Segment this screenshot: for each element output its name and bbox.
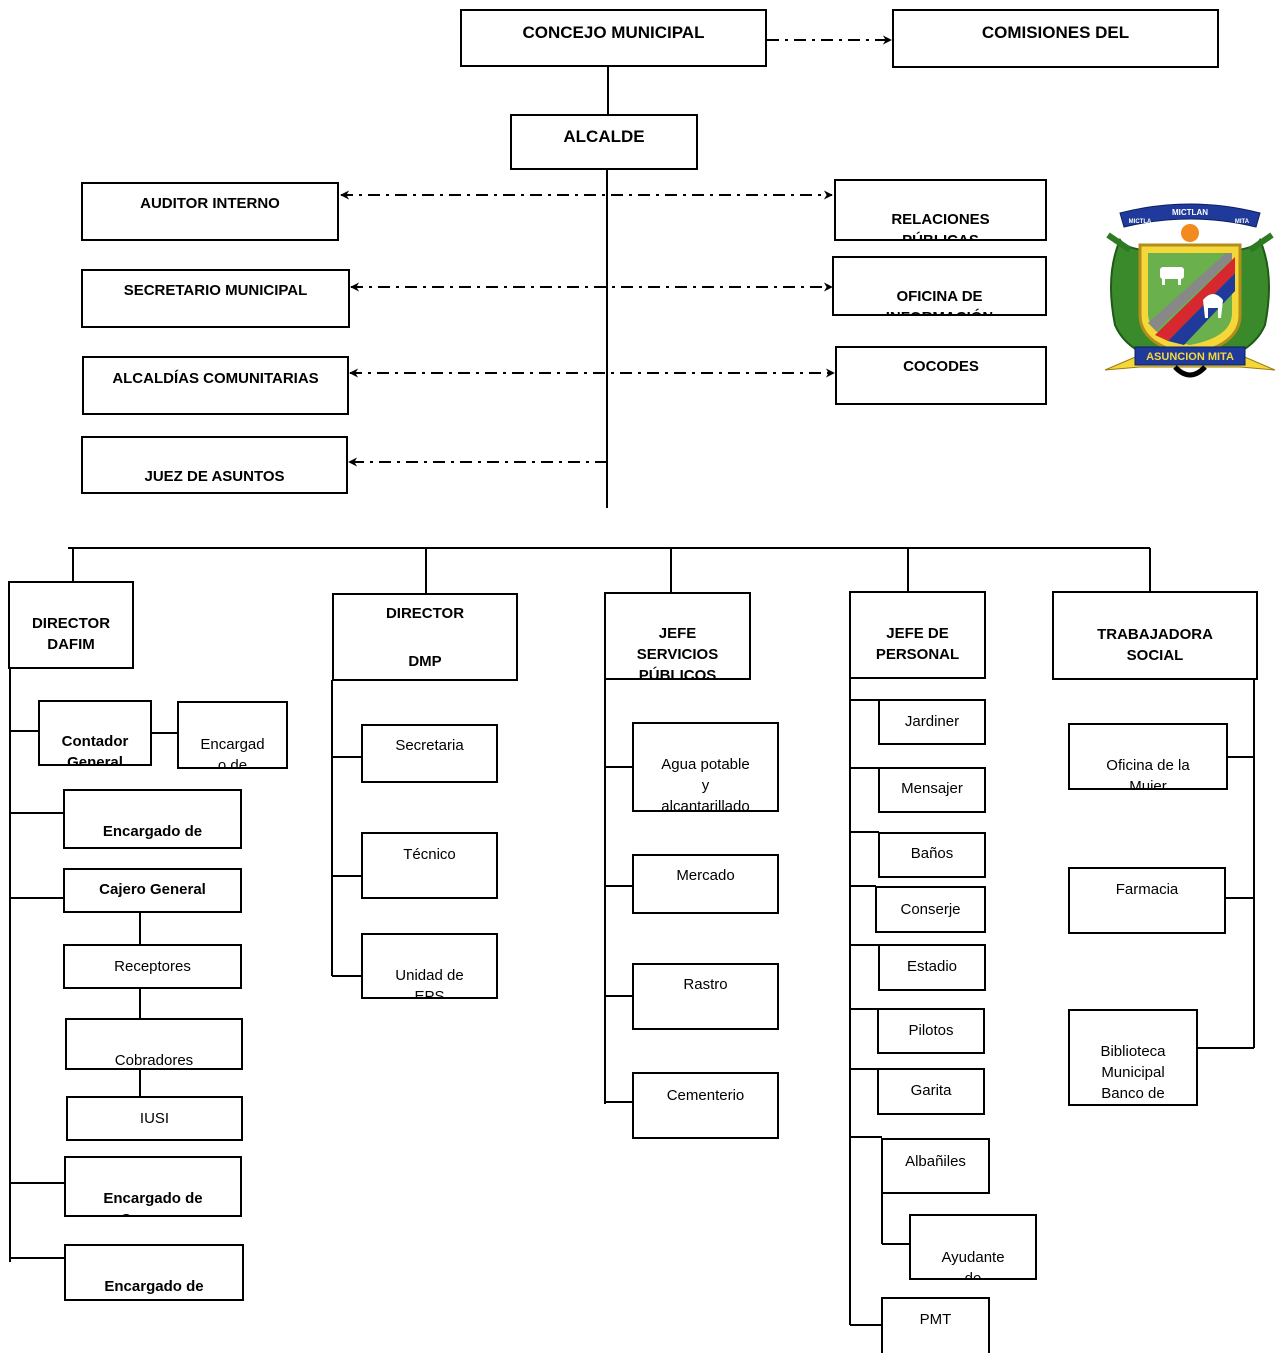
banos-label: Baños: [910, 845, 954, 862]
farmacia-label: Farmacia: [1115, 881, 1179, 898]
jefe-servicios-label: JEFE SERVICIOS PÚBLICOS MUNICIPALES: [636, 625, 719, 680]
almacen-label: Encargado de Almacén: [104, 1278, 204, 1295]
rastro-label: Rastro: [683, 976, 728, 993]
concejo-municipal-box: CONCEJO MUNICIPAL: [460, 9, 767, 67]
cementerio-box: Cementerio: [632, 1072, 779, 1139]
estadio-label: Estadio: [906, 958, 958, 975]
rastro-box: Rastro: [632, 963, 779, 1030]
garita-box: Garita: [877, 1068, 985, 1115]
biblioteca-box: Biblioteca Municipal Banco de Guatemala: [1068, 1009, 1198, 1106]
ayudante-box: Ayudante de: [909, 1214, 1037, 1280]
logo-banner-left: MICTLA: [1129, 219, 1152, 225]
encargado-de-box: Encargad o de: [177, 701, 288, 769]
director-dmp-label-1: DIRECTOR: [385, 605, 465, 622]
albaniles-box: Albañiles: [881, 1138, 990, 1194]
jefe-personal-label: JEFE DE PERSONAL: [875, 625, 960, 663]
cobradores-box: Cobradores ambulantes: [65, 1018, 243, 1070]
trabajadora-social-box: TRABAJADORA SOCIAL: [1052, 591, 1258, 680]
receptores-label: Receptores: [114, 958, 191, 975]
conserje-label: Conserje: [900, 901, 961, 918]
secretaria-label: Secretaria: [395, 737, 464, 754]
pmt-box: PMT: [881, 1297, 990, 1353]
iusi-label: IUSI: [139, 1110, 170, 1127]
garita-label: Garita: [910, 1082, 952, 1099]
mercado-box: Mercado: [632, 854, 779, 914]
biblioteca-label: Biblioteca Municipal Banco de Guatemala: [1100, 1043, 1166, 1102]
eps-box: Unidad de EPS: [361, 933, 498, 999]
encargado-de-label: Encargad o de: [200, 736, 265, 769]
agua-potable-label: Agua potable y alcantarillado: [661, 756, 750, 812]
cajero-general-label: Cajero General: [99, 881, 206, 898]
presupuesto-box: Encargado de Presupuesto: [63, 789, 242, 849]
director-dafim-label: DIRECTOR DAFIM: [31, 615, 111, 653]
director-dmp-label-2: DMP: [408, 653, 442, 670]
tecnico-label: Técnico: [403, 846, 456, 863]
alcaldias-label: ALCALDÍAS COMUNITARIAS: [112, 370, 319, 387]
logo-banner-right: MITA: [1235, 219, 1250, 225]
eps-label: Unidad de EPS: [395, 967, 464, 999]
almacen-box: Encargado de Almacén: [64, 1244, 244, 1301]
trabajadora-social-label: TRABAJADORA SOCIAL: [1097, 626, 1213, 664]
oficina-informacion-label: OFICINA DE INFORMACIÓN: [886, 288, 994, 314]
director-dafim-box: DIRECTOR DAFIM: [8, 581, 134, 669]
cementerio-label: Cementerio: [666, 1087, 745, 1104]
compras-box: Encargado de Compras: [64, 1156, 242, 1217]
pmt-label: PMT: [919, 1311, 952, 1328]
jardiner-box: Jardiner: [878, 699, 986, 745]
logo-banner-bottom: ASUNCION MITA: [1146, 351, 1234, 363]
mensajer-box: Mensajer: [878, 767, 986, 813]
coat-of-arms-logo: MICTLAN MICTLA MITA ASUNCION MITA: [1104, 203, 1276, 378]
albaniles-label: Albañiles: [905, 1153, 966, 1170]
contador-general-box: Contador General: [38, 700, 152, 766]
mercado-label: Mercado: [676, 867, 735, 884]
jefe-servicios-box: JEFE SERVICIOS PÚBLICOS MUNICIPALES: [604, 592, 751, 680]
agua-potable-box: Agua potable y alcantarillado: [632, 722, 779, 812]
juez-box: JUEZ DE ASUNTOS MUNICIPALES: [81, 436, 348, 494]
estadio-box: Estadio: [878, 944, 986, 991]
banos-box: Baños: [878, 832, 986, 878]
mensajer-label: Mensajer: [901, 780, 963, 797]
compras-label: Encargado de Compras: [103, 1190, 203, 1215]
logo-banner-top: MICTLAN: [1172, 208, 1208, 217]
relaciones-label: RELACIONES PÚBLICAS: [891, 211, 990, 241]
oficina-informacion-box: OFICINA DE INFORMACIÓN: [832, 256, 1047, 316]
cajero-general-box: Cajero General: [63, 868, 242, 913]
concejo-municipal-label: CONCEJO MUNICIPAL: [522, 23, 705, 42]
jefe-personal-box: JEFE DE PERSONAL: [849, 591, 986, 679]
alcaldias-box: ALCALDÍAS COMUNITARIAS: [82, 356, 349, 415]
relaciones-box: RELACIONES PÚBLICAS: [834, 179, 1047, 241]
oficina-mujer-label: Oficina de la Mujer: [1106, 757, 1190, 790]
oficina-mujer-box: Oficina de la Mujer: [1068, 723, 1228, 790]
juez-label: JUEZ DE ASUNTOS MUNICIPALES: [144, 468, 285, 492]
alcalde-box: ALCALDE: [510, 114, 698, 170]
secretaria-box: Secretaria: [361, 724, 498, 783]
tecnico-box: Técnico: [361, 832, 498, 899]
presupuesto-label: Encargado de Presupuesto: [102, 823, 203, 847]
ayudante-label: Ayudante de: [941, 1249, 1005, 1280]
secretario-label: SECRETARIO MUNICIPAL: [123, 282, 308, 299]
conserje-box: Conserje: [875, 886, 986, 933]
comisiones-label: COMISIONES DEL: [981, 23, 1130, 42]
farmacia-box: Farmacia: [1068, 867, 1226, 934]
auditor-box: AUDITOR INTERNO: [81, 182, 339, 241]
contador-general-label: Contador General: [61, 733, 129, 766]
receptores-box: Receptores: [63, 944, 242, 989]
iusi-box: IUSI: [66, 1096, 243, 1141]
cocodes-label: COCODES: [903, 358, 979, 375]
pilotos-box: Pilotos: [877, 1008, 985, 1054]
jardiner-label: Jardiner: [904, 713, 960, 730]
cobradores-label: Cobradores ambulantes: [114, 1052, 194, 1069]
auditor-label: AUDITOR INTERNO: [140, 195, 280, 212]
director-dmp-box: DIRECTOR DMP: [332, 593, 518, 681]
comisiones-box: COMISIONES DEL: [892, 9, 1219, 68]
cocodes-box: COCODES: [835, 346, 1047, 405]
alcalde-label: ALCALDE: [563, 127, 645, 146]
pilotos-label: Pilotos: [908, 1022, 954, 1039]
secretario-box: SECRETARIO MUNICIPAL: [81, 269, 350, 328]
